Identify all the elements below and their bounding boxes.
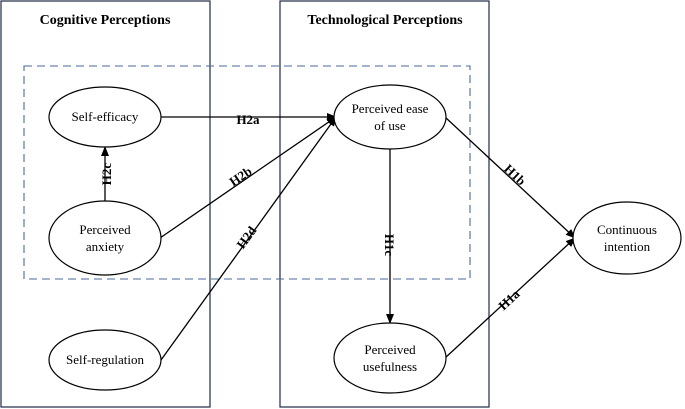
edge-h1b — [444, 116, 576, 239]
node-self-regulation: Self-regulation — [48, 329, 162, 391]
cognitive-perceptions-title: Cognitive Perceptions — [40, 13, 171, 28]
node-perceived-usefulness-label-2: usefulness — [363, 359, 417, 374]
edge-h2b — [159, 116, 337, 239]
node-perceived-anxiety: Perceived anxiety — [48, 200, 162, 276]
technological-perceptions-title: Technological Perceptions — [307, 13, 463, 28]
technological-perceptions-box — [279, 0, 490, 408]
dashed-grouping-box — [23, 65, 471, 280]
node-perceived-anxiety-label-1: Perceived — [79, 222, 131, 237]
hypothesis-h1c-label: H1c — [382, 234, 397, 257]
hypothesis-h2a-label: H2a — [236, 112, 260, 127]
node-continuous-intention: Continuous intention — [572, 201, 682, 275]
node-self-efficacy: Self-efficacy — [48, 86, 162, 148]
node-perceived-usefulness-label-1: Perceived — [364, 342, 416, 357]
hypothesis-h1b-label: H1b — [501, 161, 529, 188]
node-continuous-intention-label-1: Continuous — [597, 222, 657, 237]
node-self-efficacy-label: Self-efficacy — [72, 109, 139, 124]
hypothesis-h2d-label: H2d — [233, 223, 260, 252]
hypothesis-h2c-label: H2c — [99, 163, 114, 186]
node-perceived-ease-of-use-label-1: Perceived ease — [352, 101, 429, 116]
node-self-regulation-label: Self-regulation — [66, 352, 144, 367]
node-perceived-ease-of-use: Perceived ease of use — [333, 84, 447, 150]
edge-h1a — [444, 237, 576, 359]
hypothesis-h2b-label: H2b — [226, 163, 254, 189]
edge-h2d — [160, 116, 337, 361]
node-perceived-anxiety-label-2: anxiety — [86, 239, 125, 254]
node-continuous-intention-label-2: intention — [604, 239, 651, 254]
node-perceived-ease-of-use-label-2: of use — [374, 118, 406, 133]
node-perceived-usefulness: Perceived usefulness — [333, 322, 447, 394]
